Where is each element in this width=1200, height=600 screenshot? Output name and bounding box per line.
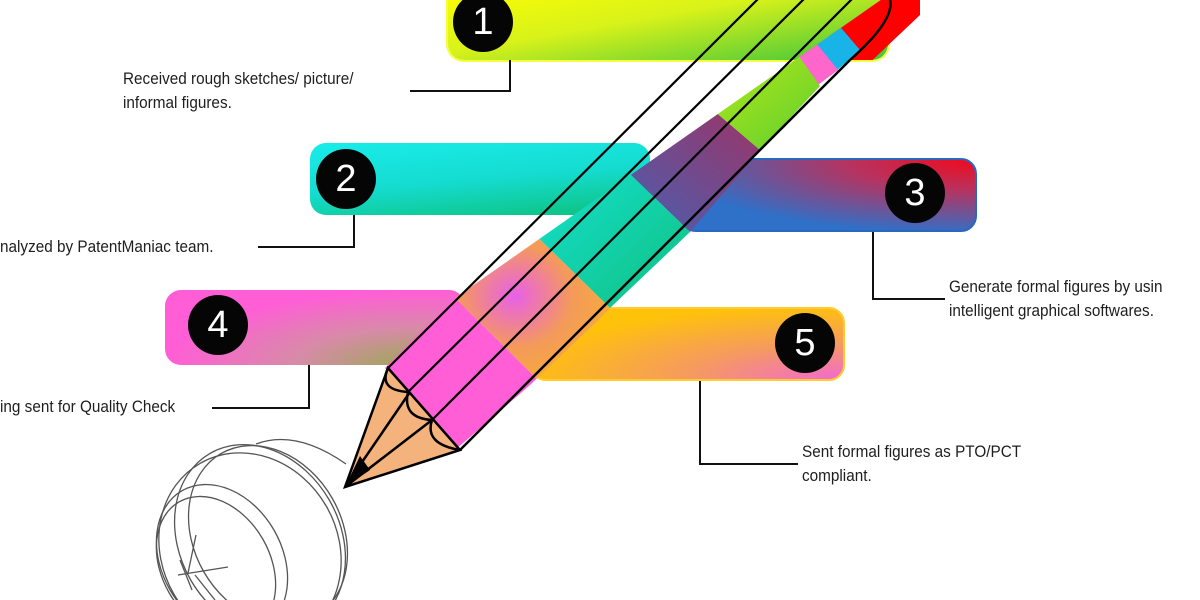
step-2-number-badge: 2 <box>316 149 376 209</box>
step-3-number-badge: 3 <box>885 163 945 223</box>
step-5-description: Sent formal figures as PTO/PCT compliant… <box>802 442 1022 485</box>
callout-line-2 <box>258 215 355 248</box>
callout-line-4 <box>212 365 310 409</box>
sketch-cap-drawing <box>155 438 349 600</box>
step-1-description: Received rough sketches/ picture/ inform… <box>123 69 354 112</box>
callout-lines <box>212 60 945 465</box>
callout-line-3 <box>872 232 945 300</box>
pencil-wood-tip <box>342 365 463 489</box>
eraser <box>780 0 920 60</box>
step-1-number-badge: 1 <box>453 0 513 52</box>
pencil-body <box>385 0 920 450</box>
callout-line-1 <box>410 60 511 92</box>
step-4-description: ing sent for Quality Check <box>0 397 176 416</box>
step-2-description: nalyzed by PatentManiac team. <box>0 237 214 256</box>
step-3-description: Generate formal figures by usin intellig… <box>949 277 1163 320</box>
callout-line-5 <box>699 381 798 465</box>
step-5-number-badge: 5 <box>775 313 835 373</box>
step-4-number-badge: 4 <box>188 295 248 355</box>
